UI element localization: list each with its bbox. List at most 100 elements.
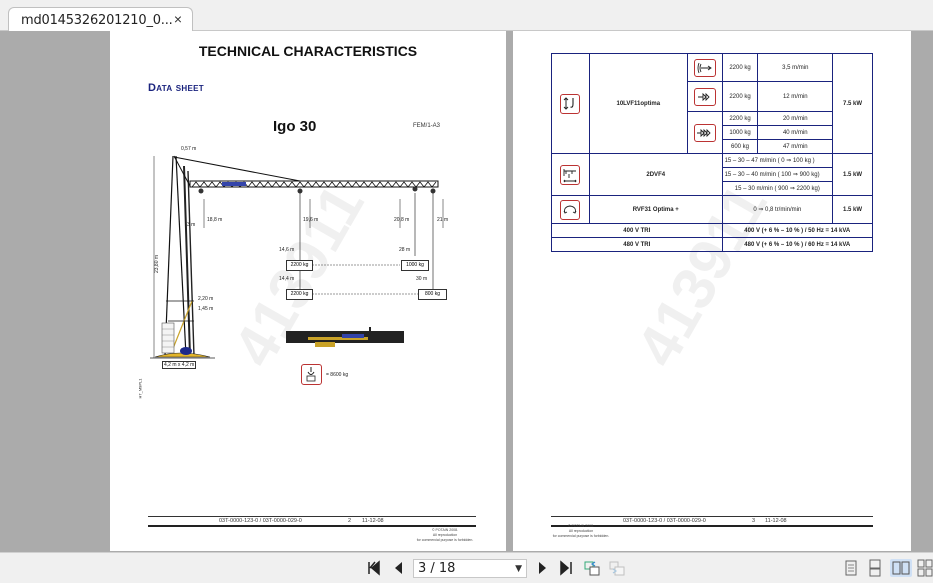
continuous-view-button[interactable] [866,559,884,577]
gear-1-cell [686,53,723,82]
pdf-page-2: TECHNICAL CHARACTERISTICS Data sheet Igo… [110,31,506,551]
hoist-icon [560,93,581,114]
load-box-1: 2200 kg [286,260,313,271]
hoist-speed-4: 40 m/min [757,125,834,140]
norm-label: FEM/1-A3 [413,123,441,129]
model-name: Igo 30 [273,118,317,135]
trolley-speed-3: 15 – 30 m/min ( 900 ⇒ 2200 kg) [721,181,834,196]
first-page-icon [368,560,380,576]
hoist-load-1: 2200 kg [721,53,759,82]
two-page-continuous-icon [917,559,933,577]
load-box-3: 2200 kg [286,289,313,300]
motor-spec-table: 10LVF11optima 2200 kg 3,5 m/min 7.5 kW 2… [551,53,874,252]
footer-refs: 03T-0000-123-0 / 03T-0000-029-0 [623,518,706,524]
tab-bar: md0145326201210_0... × [0,0,933,32]
dim-h3: 20,8 m [394,217,410,223]
load-radius-3: 14,4 m [279,276,295,282]
hoist-speed-3: 20 m/min [757,111,834,126]
slewing-speed: 0 ⇒ 0,8 tr/min/min [721,195,834,224]
slewing-motor: RVF31 Optima + [588,195,723,224]
dim-1-45: 1,45 m [198,306,214,312]
two-page-icon [892,561,910,575]
two-page-view-button[interactable] [890,559,912,577]
load-radius-2: 28 m [399,247,411,253]
transport-weight: = 8600 kg [326,372,349,378]
vertical-code: H7_M9PL1 [137,378,143,399]
tab-title: md0145326201210_0... [21,13,173,28]
load-radius-1: 14,6 m [279,247,295,253]
page-number-select[interactable]: 3 / 18 ▼ [413,559,527,578]
footer-date: 11-12-08 [362,518,384,524]
trolley-speed-2: 15 – 30 – 40 m/min ( 100 ⇒ 900 kg) [721,167,834,182]
document-viewer[interactable]: TECHNICAL CHARACTERISTICS Data sheet Igo… [0,31,933,552]
dim-2-20: 2,20 m [198,296,214,302]
hoist-motor: 10LVF11optima [588,53,688,154]
single-page-view-button[interactable] [842,559,860,577]
supply-400-value: 400 V (+ 6 % – 10 % ) / 50 Hz = 14 kVA [721,223,874,238]
page-title: TECHNICAL CHARACTERISTICS [198,43,418,59]
trolley-icon [560,164,581,185]
next-page-icon [539,562,546,574]
hoist-load-4: 1000 kg [721,125,759,140]
hoist-load-2: 2200 kg [721,81,759,112]
slewing-icon [560,199,581,220]
footer-refs: 03T-0000-123-0 / 03T-0000-029-0 [219,518,302,524]
dim-h4: 21 m [437,217,449,223]
dim-base: 4,2 m x 4,2 m [162,361,197,369]
pdf-page-3: 413911 10LVF11optima 2200 kg 3,5 m/min 7… [513,31,911,551]
load-radius-4: 30 m [416,276,428,282]
footer-divider [551,525,873,527]
go-forward-button[interactable] [608,559,626,577]
last-page-button[interactable] [557,559,575,577]
go-forward-icon [609,561,625,576]
go-back-button[interactable] [583,559,601,577]
footer-copyright: © POTAIN 2008. All reproduction for comm… [552,524,610,538]
dim-h1: 18,8 m [207,217,223,223]
hoist-load-3: 2200 kg [721,111,759,126]
gear-2-icon [693,87,716,106]
continuous-page-icon [869,559,881,577]
document-tab[interactable]: md0145326201210_0... × [8,7,193,32]
footer-divider [551,516,873,517]
load-box-2: 1000 kg [401,260,429,271]
dim-total-height: 23,80 m [154,254,161,274]
section-subtitle: Data sheet [148,82,204,94]
go-back-icon [584,561,600,576]
slewing-power: 1.5 kW [832,195,873,224]
trolley-speed-1: 15 – 30 – 47 m/min ( 0 ⇒ 100 kg ) [721,153,834,168]
crane-diagram [150,155,444,359]
gear-2-cell [686,81,723,112]
gear-3-cell [686,111,723,154]
hoist-icon-cell [551,53,590,154]
previous-page-button[interactable] [390,559,408,577]
hoist-speed-2: 12 m/min [757,81,834,112]
single-page-icon [845,560,857,576]
chevron-down-icon: ▼ [515,564,522,574]
close-tab-icon[interactable]: × [173,11,182,27]
dim-h2: 19,6 m [303,217,319,223]
weight-hook-icon [301,364,322,385]
previous-page-icon [395,562,402,574]
load-box-4: 800 kg [418,289,447,300]
trolley-motor: 2DVF4 [588,153,723,196]
navigation-toolbar: 3 / 18 ▼ [0,552,933,583]
hoist-load-5: 600 kg [721,139,759,154]
supply-400-label: 400 V TRI [551,223,723,238]
trolley-icon-cell [551,153,590,196]
gear-1-icon [693,58,716,77]
supply-480-label: 480 V TRI [551,237,723,252]
hoist-speed-5: 47 m/min [757,139,834,154]
dim-top-offset: 0,57 m [181,146,197,152]
last-page-icon [560,560,572,576]
footer-copyright: © POTAIN 2008. All reproduction for comm… [416,528,474,542]
next-page-button[interactable] [533,559,551,577]
footer-page-number: 2 [348,518,352,524]
gear-3-icon [693,123,716,142]
first-page-button[interactable] [365,559,383,577]
footer-divider [148,516,476,517]
dim-radius-min: 3 m [187,222,196,228]
slewing-icon-cell [551,195,590,224]
footer-page-number: 3 [752,518,756,524]
page-indicator: 3 / 18 [418,561,456,576]
two-page-continuous-view-button[interactable] [916,559,933,577]
